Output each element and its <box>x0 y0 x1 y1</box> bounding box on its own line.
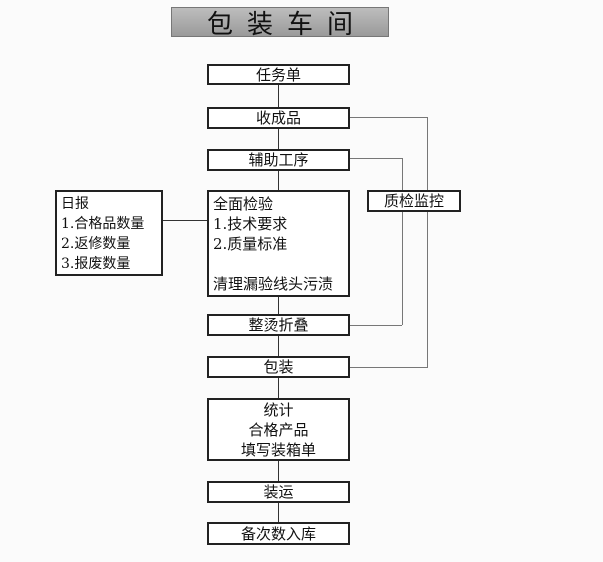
page-title: 包装车间 <box>171 7 389 40</box>
connector-report-inspection <box>163 220 207 221</box>
quality-control-box: 质检监控 <box>367 190 461 212</box>
packaging-box: 包装 <box>207 356 350 378</box>
qc-line-receive <box>349 117 427 118</box>
qc-line-packaging <box>349 367 427 368</box>
inspection-box: 全面检验 1.技术要求 2.质量标准 清理漏验线头污渍 <box>207 190 350 297</box>
statistics-box: 统计 合格产品 填写装箱单 <box>207 398 350 461</box>
qc-outer-line <box>427 117 428 368</box>
statistics-title: 统计 <box>263 400 294 419</box>
connector-ironing-packaging <box>278 336 279 356</box>
qc-line-aux <box>349 158 402 159</box>
receive-product-label: 收成品 <box>255 109 301 127</box>
statistics-packing-list: 填写装箱单 <box>240 440 316 459</box>
daily-report-box: 日报 1.合格品数量 2.返修数量 3.报废数量 <box>55 190 163 276</box>
shipping-label: 装运 <box>263 483 294 501</box>
daily-report-title: 日报 <box>61 196 89 212</box>
packaging-label: 包装 <box>263 358 294 376</box>
connector-statistics-shipping <box>278 461 279 481</box>
qc-line-ironing <box>349 325 402 326</box>
connector-aux-inspection <box>278 171 279 190</box>
statistics-qualified-products: 合格产品 <box>248 420 309 439</box>
qc-inner-line <box>402 158 403 325</box>
connector-inspection-ironing <box>278 297 279 314</box>
inspection-cleanup: 清理漏验线头污渍 <box>213 275 334 293</box>
ironing-folding-label: 整烫折叠 <box>248 316 309 334</box>
connector-packaging-statistics <box>278 378 279 398</box>
task-sheet-label: 任务单 <box>255 65 301 84</box>
auxiliary-process-box: 辅助工序 <box>207 149 350 171</box>
receive-product-box: 收成品 <box>207 107 350 129</box>
inspection-title: 全面检验 <box>213 195 274 213</box>
inspection-item-quality: 2.质量标准 <box>213 235 288 253</box>
connector-shipping-storage <box>278 503 279 522</box>
auxiliary-process-label: 辅助工序 <box>248 151 309 169</box>
inspection-spacer <box>213 254 344 274</box>
connector-receive-aux <box>278 129 279 149</box>
ironing-folding-box: 整烫折叠 <box>207 314 350 336</box>
connector-task-receive <box>278 85 279 107</box>
daily-report-qualified-count: 1.合格品数量 <box>61 216 145 232</box>
daily-report-repair-count: 2.返修数量 <box>61 236 131 252</box>
task-sheet-box: 任务单 <box>207 64 350 85</box>
storage-label: 备次数入库 <box>240 524 316 543</box>
storage-box: 备次数入库 <box>207 522 350 545</box>
daily-report-scrap-count: 3.报废数量 <box>61 256 131 272</box>
inspection-item-technical: 1.技术要求 <box>213 215 288 233</box>
shipping-box: 装运 <box>207 481 350 503</box>
quality-control-label: 质检监控 <box>383 192 444 210</box>
